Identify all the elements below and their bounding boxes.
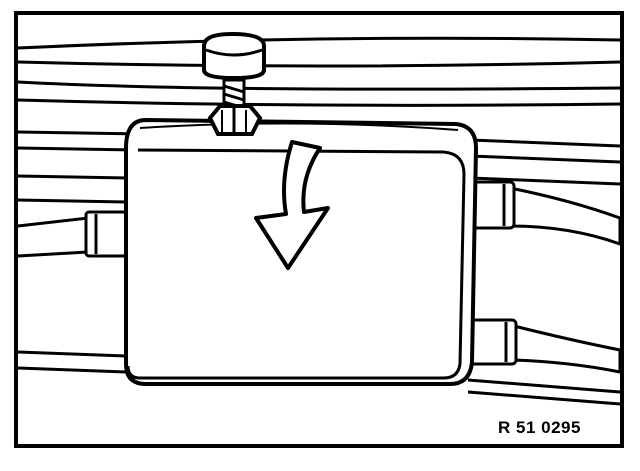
background-line <box>467 390 621 406</box>
right-lower-hose <box>464 318 622 374</box>
background-line <box>17 36 621 50</box>
background-line <box>469 154 621 164</box>
background-lines <box>17 36 621 406</box>
background-line <box>17 80 621 91</box>
curved-down-arrow-icon <box>254 140 330 270</box>
background-line <box>17 350 127 358</box>
background-line <box>467 378 621 394</box>
background-line <box>17 366 127 374</box>
background-line <box>469 138 621 148</box>
figure-border <box>14 11 624 448</box>
background-line <box>17 174 129 180</box>
background-line <box>17 130 141 136</box>
adjusting-screw <box>202 31 266 136</box>
figure-reference-code: R 51 0295 <box>498 418 581 437</box>
right-upper-hose <box>464 180 622 247</box>
background-line <box>17 198 127 204</box>
background-line <box>17 60 621 68</box>
background-line <box>469 176 621 186</box>
left-hose <box>17 210 128 258</box>
background-line <box>17 98 621 107</box>
background-line <box>17 146 133 152</box>
